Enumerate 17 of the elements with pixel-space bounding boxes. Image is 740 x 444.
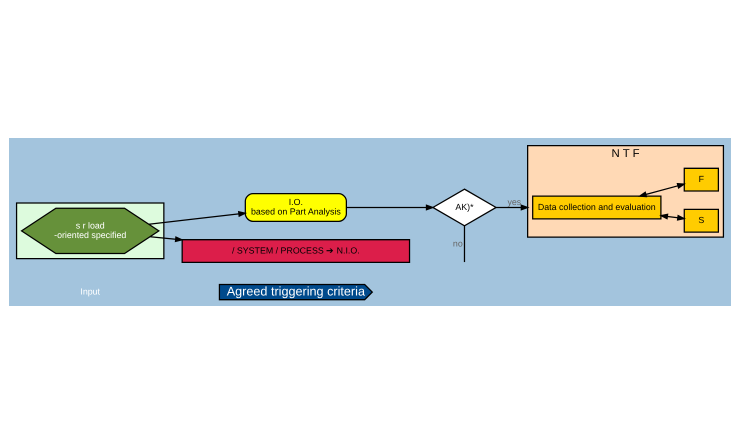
node-box: / SYSTEM / PROCESS ➔ N.I.O.	[182, 239, 410, 264]
label: Input	[80, 286, 100, 296]
arrow	[148, 210, 248, 225]
connector	[464, 226, 466, 262]
arrow	[150, 236, 184, 242]
arrow	[496, 204, 530, 211]
arrow	[659, 213, 686, 221]
node-box: Data collection and evaluation	[532, 195, 662, 220]
edge-label: no	[452, 238, 463, 248]
node-diamond: AK)*	[432, 188, 498, 227]
node-box: S	[684, 208, 719, 233]
arrow	[346, 204, 435, 211]
edge-label: yes	[508, 197, 522, 208]
cluster	[16, 202, 164, 260]
node-box: F	[684, 168, 719, 192]
node-box: I.O. based on Part Analysis	[244, 192, 347, 222]
arrow	[638, 182, 686, 198]
